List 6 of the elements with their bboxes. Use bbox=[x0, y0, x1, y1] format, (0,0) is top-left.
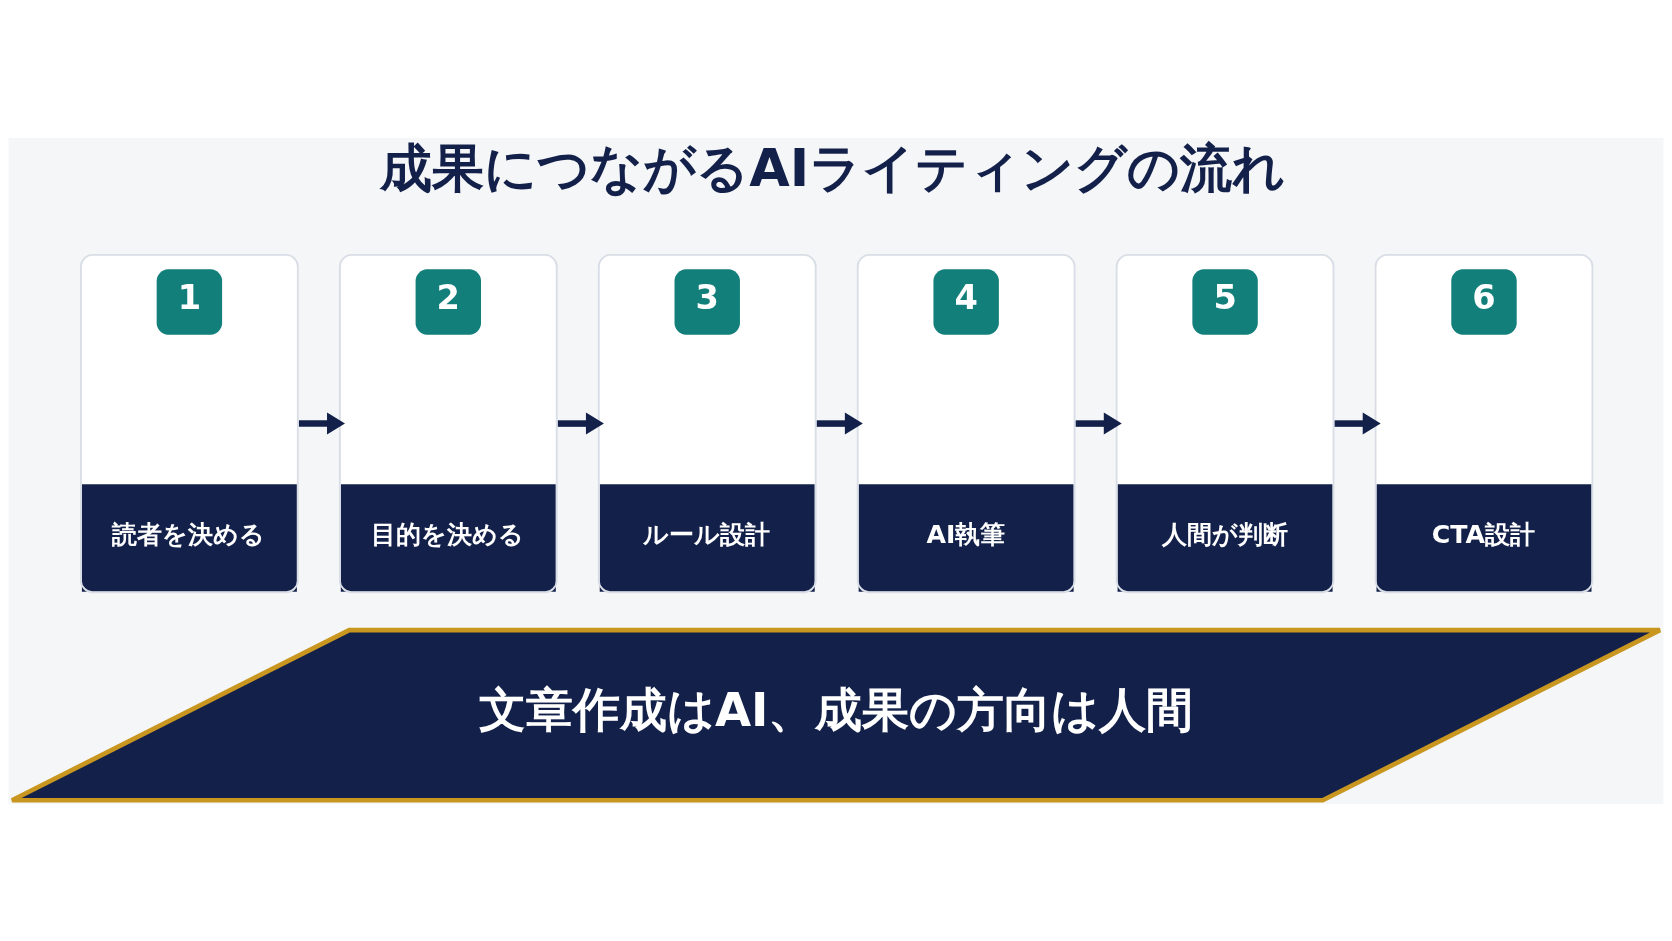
arrow bbox=[816, 412, 863, 435]
arrow bbox=[298, 412, 345, 435]
diagram-title: 成果につながるAIライティングの流れ bbox=[380, 136, 1286, 198]
arrow bbox=[1334, 412, 1381, 435]
arrow bbox=[557, 412, 604, 435]
arrow bbox=[1075, 412, 1122, 435]
